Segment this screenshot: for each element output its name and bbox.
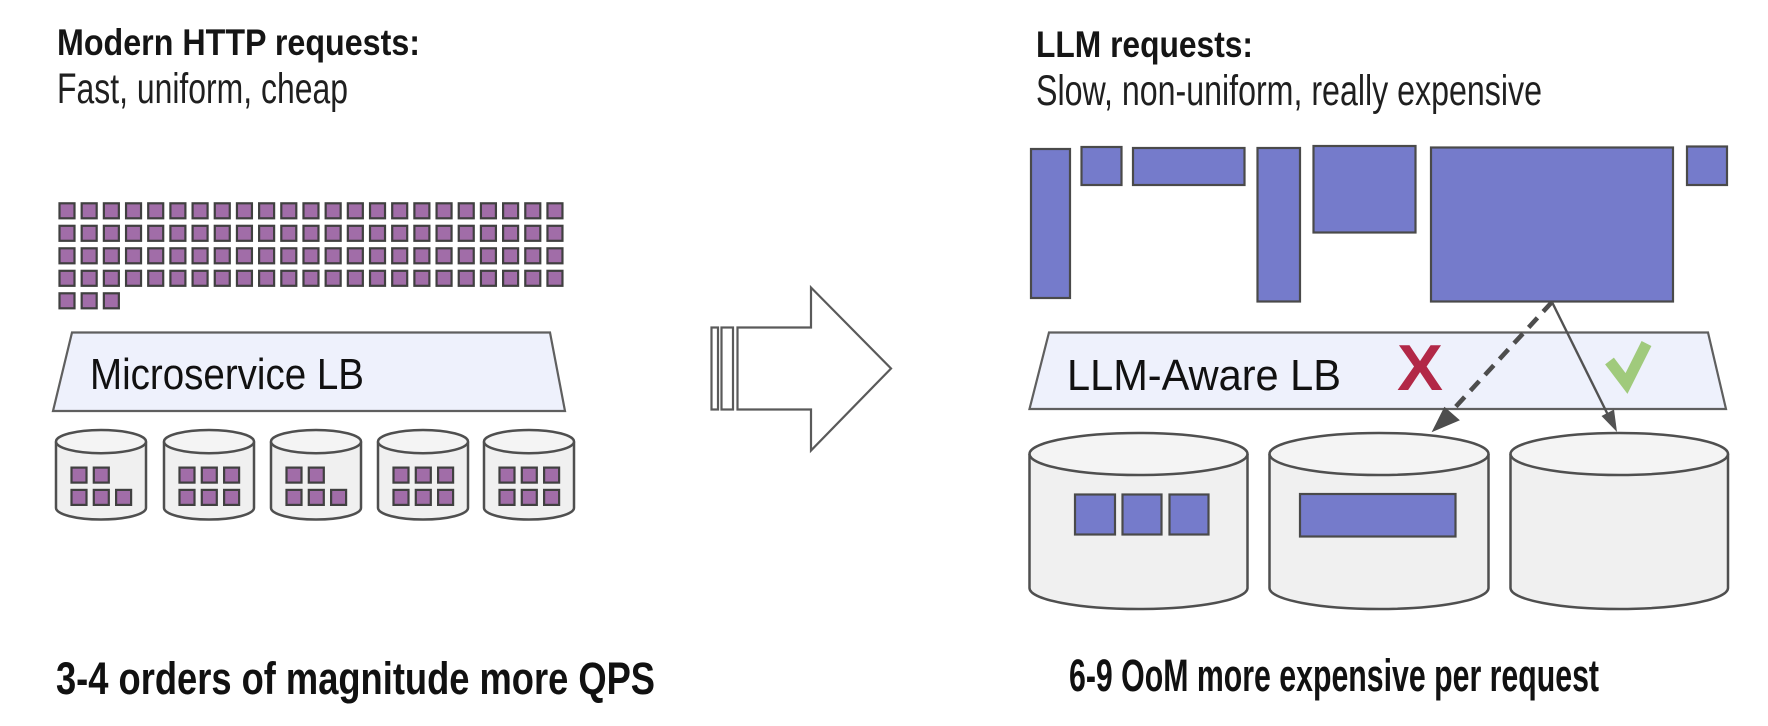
- svg-text:Modern HTTP requests:: Modern HTTP requests:: [57, 22, 420, 63]
- svg-text:LLM requests:: LLM requests:: [1036, 24, 1253, 65]
- svg-text:Fast, uniform, cheap: Fast, uniform, cheap: [57, 65, 348, 113]
- svg-text:3-4 orders of magnitude more Q: 3-4 orders of magnitude more QPS: [56, 653, 655, 704]
- svg-text:X: X: [1397, 331, 1443, 404]
- svg-text:Slow, non-uniform, really expe: Slow, non-uniform, really expensive: [1036, 67, 1542, 115]
- svg-text:6-9 OoM more expensive per req: 6-9 OoM more expensive per request: [1069, 650, 1599, 701]
- svg-text:LLM-Aware LB: LLM-Aware LB: [1067, 351, 1341, 400]
- svg-text:Microservice LB: Microservice LB: [90, 350, 364, 399]
